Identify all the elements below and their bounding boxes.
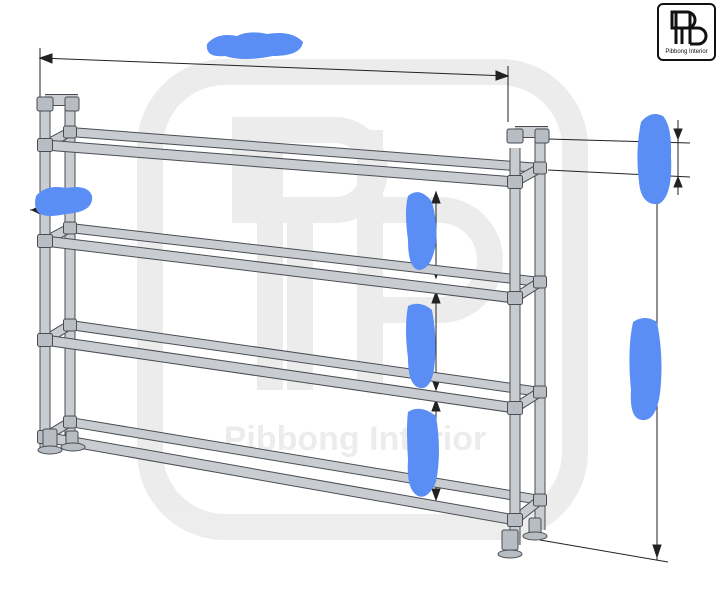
foot-front-left <box>37 445 63 455</box>
elbow-fitting-front-left <box>36 96 54 112</box>
dimension-lines <box>29 48 691 563</box>
redaction-marks <box>35 32 672 497</box>
base-fitting-front-right <box>501 529 519 551</box>
shelf-2-fitting-back-left <box>63 221 77 235</box>
redaction-overall-height <box>629 318 662 421</box>
shelf-3-fitting-back-left <box>63 318 77 332</box>
shelf-1-fitting-front-left <box>37 138 53 152</box>
shelf-2-fitting-front-left <box>37 234 53 248</box>
pipe-rack <box>36 94 550 559</box>
shelf-4-back-rail <box>69 418 541 504</box>
shelf-3-fitting-front-right <box>507 401 523 415</box>
shelf-2-fitting-front-right <box>507 291 523 305</box>
elbow-fitting-back-right <box>534 128 550 144</box>
foot-back-right <box>522 531 548 541</box>
shelf-3-back-rail <box>69 321 541 396</box>
elbow-fitting-back-left <box>64 96 80 112</box>
shelf-1-fitting-back-left <box>63 125 77 139</box>
shelf-4-fitting-back-right <box>533 493 547 507</box>
shelf-3-fitting-front-left <box>37 333 53 347</box>
redaction-shelf-gap-1 <box>406 192 437 270</box>
foot-front-right <box>497 549 523 559</box>
shelf-1-fitting-back-right <box>533 161 547 175</box>
foot-back-left <box>60 442 86 452</box>
shelf-2-front-rail <box>44 236 516 303</box>
brand-logo: Pibbong Interior <box>657 3 716 61</box>
shelf-4-fitting-back-left <box>63 415 77 429</box>
shelf-1-front-rail <box>44 140 516 187</box>
base-fitting-front-left <box>42 428 58 448</box>
shelf-1-fitting-front-right <box>507 175 523 189</box>
redaction-top-offset <box>637 114 672 205</box>
shelf-3-front-rail <box>44 335 516 413</box>
shelf-2-fitting-back-right <box>533 275 547 289</box>
logo-caption: Pibbong Interior <box>665 49 708 55</box>
shelf-4-fitting-front-right <box>507 513 523 527</box>
logo-mark <box>670 10 708 46</box>
redaction-overall-width <box>206 32 303 59</box>
elbow-fitting-front-right <box>506 128 524 144</box>
redaction-shelf-depth <box>35 187 93 216</box>
redaction-shelf-gap-2 <box>406 303 436 389</box>
shelf-3-fitting-back-right <box>533 385 547 399</box>
overall-width-dimension <box>39 57 509 77</box>
shelf-4-front-rail <box>44 432 516 525</box>
redaction-shelf-gap-3 <box>407 408 439 497</box>
shelf-2-back-rail <box>69 224 541 286</box>
shelf-1-back-rail <box>69 128 541 172</box>
